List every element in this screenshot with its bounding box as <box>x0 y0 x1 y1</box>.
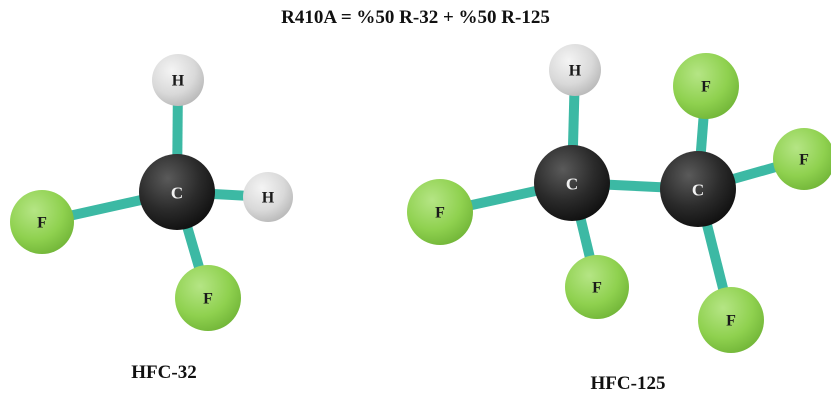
atom-hfc-125-f2: F <box>565 255 629 319</box>
atom-sphere-f <box>773 128 831 190</box>
atom-sphere-c <box>139 154 215 230</box>
atom-hfc-32-h2: H <box>243 172 293 222</box>
atom-sphere-c <box>660 151 736 227</box>
atom-label: H <box>172 73 185 90</box>
atom-label: F <box>799 152 809 169</box>
atom-sphere-f <box>175 265 241 331</box>
atom-hfc-32-h1: H <box>152 54 204 106</box>
atom-sphere-f <box>698 287 764 353</box>
atom-label: C <box>692 181 704 200</box>
atom-hfc-125-f4: F <box>773 128 831 190</box>
atom-sphere-h <box>243 172 293 222</box>
atom-sphere-h <box>549 44 601 96</box>
atom-label: F <box>726 313 736 330</box>
caption-hfc-125: HFC-125 <box>590 373 666 394</box>
atom-hfc-125-f3: F <box>673 53 739 119</box>
atom-label: H <box>569 63 582 80</box>
caption-hfc-32: HFC-32 <box>131 362 197 383</box>
atom-sphere-f <box>673 53 739 119</box>
atom-label: F <box>701 79 711 96</box>
atom-hfc-125-f1: F <box>407 179 473 245</box>
atom-hfc-125-c1: C <box>534 145 610 221</box>
atom-label: F <box>37 215 47 232</box>
atom-sphere-f <box>10 190 74 254</box>
atom-hfc-32-f2: F <box>175 265 241 331</box>
atom-hfc-125-f5: F <box>698 287 764 353</box>
atom-hfc-125-c2: C <box>660 151 736 227</box>
atom-label: F <box>592 280 602 297</box>
atom-label: C <box>566 175 578 194</box>
atom-sphere-f <box>407 179 473 245</box>
atom-hfc-32-c1: C <box>139 154 215 230</box>
atom-sphere-h <box>152 54 204 106</box>
atom-label: H <box>262 190 275 207</box>
atom-sphere-c <box>534 145 610 221</box>
diagram-title: R410A = %50 R-32 + %50 R-125 <box>281 7 550 28</box>
atom-hfc-125-h1: H <box>549 44 601 96</box>
atom-label: C <box>171 184 183 203</box>
atom-label: F <box>435 205 445 222</box>
atom-label: F <box>203 291 213 308</box>
atom-hfc-32-f1: F <box>10 190 74 254</box>
atom-sphere-f <box>565 255 629 319</box>
